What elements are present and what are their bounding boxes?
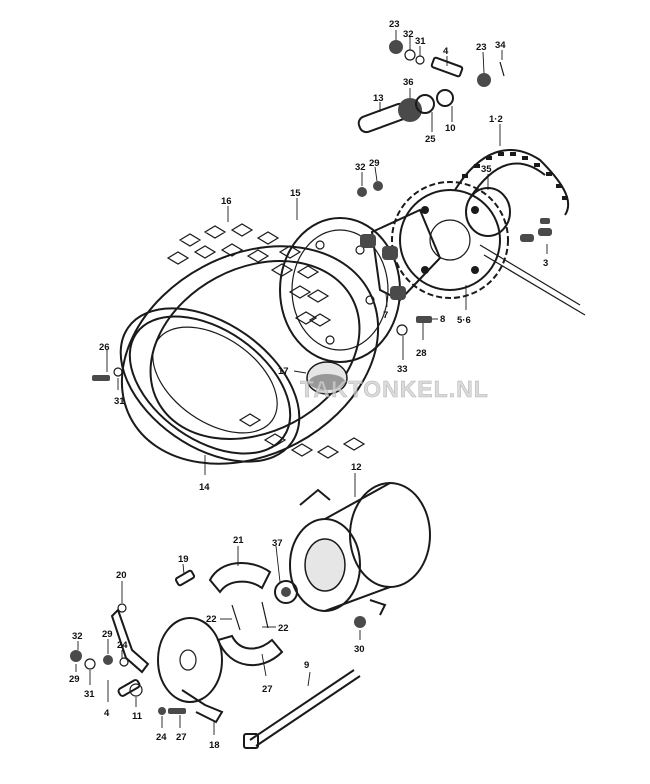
callout: 5·6 xyxy=(457,315,471,326)
callout: 13 xyxy=(373,93,384,104)
callout: 17 xyxy=(278,366,289,377)
callout: 29 xyxy=(69,674,80,685)
callout: 23 xyxy=(476,42,487,53)
callout: 1·2 xyxy=(489,114,503,125)
callout: 37 xyxy=(272,538,283,549)
callout: 7 xyxy=(383,310,388,321)
axle-nuts-top xyxy=(389,40,505,87)
callout: 8 xyxy=(440,314,445,325)
hub-cap xyxy=(306,361,348,395)
callout: 10 xyxy=(445,123,456,134)
callout: 24 xyxy=(156,732,167,743)
callout: 26 xyxy=(99,342,110,353)
callout: 36 xyxy=(403,77,414,88)
nut-30 xyxy=(354,616,366,628)
callout: 22 xyxy=(278,623,289,634)
callout: 29 xyxy=(102,629,113,640)
callout: 34 xyxy=(495,40,506,51)
callout: 18 xyxy=(209,740,220,751)
callout: 22 xyxy=(206,614,217,625)
callout: 31 xyxy=(84,689,95,700)
brake-panel xyxy=(157,617,224,724)
drive-chain xyxy=(454,149,586,316)
callout: 3 xyxy=(543,258,548,269)
callout: 14 xyxy=(199,482,210,493)
callout: 31 xyxy=(114,396,125,407)
tire xyxy=(120,223,380,465)
spacer-nuts-middle xyxy=(357,181,383,197)
rim xyxy=(119,307,301,463)
callout: 33 xyxy=(397,364,408,375)
bolt-8 xyxy=(396,316,432,336)
bearing xyxy=(274,580,298,604)
tire-tread xyxy=(166,223,366,459)
callout: 12 xyxy=(351,462,362,473)
callout: 20 xyxy=(116,570,127,581)
callout: 21 xyxy=(233,535,244,546)
callout: 19 xyxy=(178,554,189,565)
callout: 31 xyxy=(415,36,426,47)
callout: 11 xyxy=(132,711,143,722)
callout: 29 xyxy=(369,158,380,169)
bolt-27 xyxy=(158,707,186,715)
chain-joint-link xyxy=(520,218,552,242)
callout: 28 xyxy=(416,348,427,359)
watermark: TAKTONKEL.NL xyxy=(300,376,489,402)
bolt-26 xyxy=(92,367,123,381)
callout: 27 xyxy=(176,732,187,743)
callout: 35 xyxy=(481,164,492,175)
sprocket-carrier xyxy=(360,208,442,302)
callout-labels: 23 32 31 4 23 34 36 13 10 25 1·2 35 32 2… xyxy=(69,19,548,751)
brake-hub xyxy=(289,482,431,616)
axle xyxy=(243,669,361,749)
callout: 4 xyxy=(104,708,110,719)
callout: 30 xyxy=(354,644,365,655)
callout: 9 xyxy=(304,660,309,671)
brake-shoes xyxy=(208,561,284,667)
callout: 4 xyxy=(443,46,449,57)
wheel-disc xyxy=(279,217,401,363)
callout: 16 xyxy=(221,196,232,207)
brake-cam xyxy=(174,569,196,587)
sprocket xyxy=(391,181,509,299)
callout: 32 xyxy=(355,162,366,173)
callout: 32 xyxy=(72,631,83,642)
callout: 32 xyxy=(403,29,414,40)
callout: 24 xyxy=(117,640,128,651)
callout: 25 xyxy=(425,134,436,145)
small-nuts-bottom xyxy=(70,650,143,697)
axle-collar xyxy=(357,89,454,134)
brake-arm xyxy=(110,603,150,674)
callout: 23 xyxy=(389,19,400,30)
callout: 27 xyxy=(262,684,273,695)
callout: 15 xyxy=(290,188,301,199)
